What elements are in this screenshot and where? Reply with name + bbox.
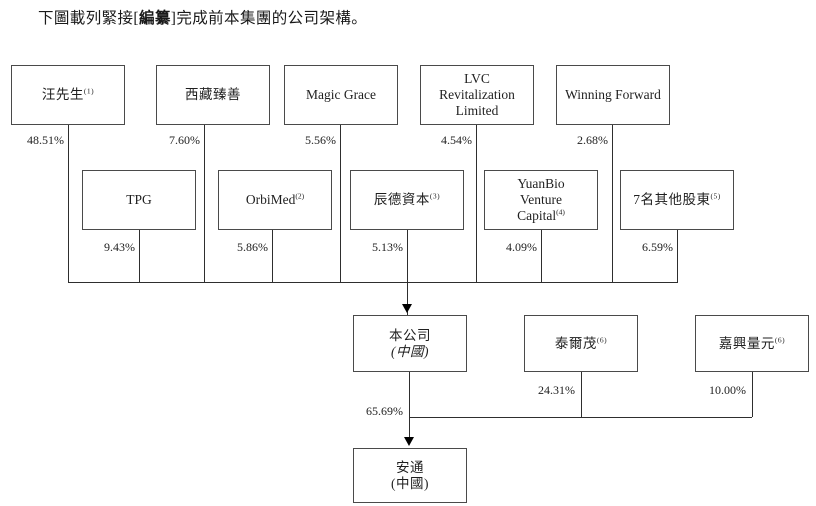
connector-winning-forward <box>612 125 613 282</box>
node-sublabel-company: (中國) <box>391 343 429 359</box>
edge-percent-magic-grace: 5.56% <box>305 133 336 147</box>
edge-percent-lvc: 4.54% <box>441 133 472 147</box>
node-box-lvc: LVC Revitalization Limited <box>420 65 534 125</box>
node-label-lvc-line1: LVC <box>464 71 490 86</box>
node-sublabel-antong: (中國) <box>391 475 429 491</box>
connector-wang <box>68 125 69 282</box>
node-box-tibet: 西藏臻善 <box>156 65 270 125</box>
intro-paragraph: 下圖載列緊接[編纂]完成前本集團的公司架構。 <box>38 8 367 30</box>
footnote-marker-other-shareholders: (5) <box>710 191 721 201</box>
connector-tpg <box>139 230 140 282</box>
node-label-yuanbio-line3: Capital <box>517 208 557 223</box>
edge-percent-other-shareholders: 6.59% <box>642 240 673 254</box>
connector-magic-grace <box>340 125 341 282</box>
footnote-marker-jiaxing: (6) <box>774 335 786 344</box>
arrowhead-to-antong <box>404 437 414 446</box>
node-box-tpg: TPG <box>82 170 196 230</box>
connector-jiaxing <box>752 372 753 417</box>
node-label-orbimed: OrbiMed <box>245 192 296 207</box>
intro-text-bold: 編纂 <box>138 10 171 27</box>
footnote-marker-wang: (1) <box>83 86 95 96</box>
connector-tibet <box>204 125 205 282</box>
arrowhead-to-company <box>402 304 412 313</box>
connector-other-shareholders <box>677 230 678 282</box>
footnote-marker-orbimed: (2) <box>295 191 305 201</box>
footnote-marker-chende: (3) <box>429 191 441 201</box>
edge-percent-tpg: 9.43% <box>104 240 135 254</box>
connector-chende <box>407 230 408 315</box>
node-label-company: 本公司 <box>389 327 431 343</box>
node-box-terumo: 泰爾茂(6) <box>524 315 638 372</box>
node-label-winning-forward: Winning Forward <box>565 87 661 102</box>
edge-percent-company: 65.69% <box>366 404 403 418</box>
edge-percent-orbimed: 5.86% <box>237 240 268 254</box>
node-label-jiaxing: 嘉興量元 <box>718 335 775 351</box>
node-label-other-shareholders: 7名其他股東 <box>633 192 711 207</box>
node-label-yuanbio-line2: Venture <box>520 192 562 207</box>
node-label-antong: 安通 <box>396 459 424 475</box>
node-box-jiaxing: 嘉興量元(6) <box>695 315 809 372</box>
edge-percent-jiaxing: 10.00% <box>709 383 746 397</box>
node-box-yuanbio: YuanBio Venture Capital(4) <box>484 170 598 230</box>
shareholder-bus-line <box>68 282 678 283</box>
node-label-tibet: 西藏臻善 <box>185 87 241 102</box>
edge-percent-yuanbio: 4.09% <box>506 240 537 254</box>
node-label-tpg: TPG <box>126 192 152 207</box>
intro-text-after: ]完成前本集團的公司架構。 <box>170 10 368 27</box>
connector-orbimed <box>272 230 273 282</box>
connector-yuanbio <box>541 230 542 282</box>
connector-terumo <box>581 372 582 417</box>
connector-lvc <box>476 125 477 282</box>
intro-text-before: 下圖載列緊接[ <box>38 10 139 27</box>
footnote-marker-terumo: (6) <box>596 335 608 344</box>
node-box-orbimed: OrbiMed(2) <box>218 170 332 230</box>
node-box-other-shareholders: 7名其他股東(5) <box>620 170 734 230</box>
node-label-yuanbio-line1: YuanBio <box>517 176 565 191</box>
node-label-lvc-line3: Limited <box>455 103 499 118</box>
node-box-magic-grace: Magic Grace <box>284 65 398 125</box>
node-label-magic-grace: Magic Grace <box>305 87 377 102</box>
node-box-company: 本公司 (中國) <box>353 315 467 372</box>
node-box-winning-forward: Winning Forward <box>556 65 670 125</box>
node-box-antong: 安通 (中國) <box>353 448 467 503</box>
edge-percent-tibet: 7.60% <box>169 133 200 147</box>
edge-percent-chende: 5.13% <box>372 240 403 254</box>
node-label-terumo: 泰爾茂 <box>554 335 597 351</box>
node-label-chende: 辰德資本 <box>373 192 430 207</box>
connector-company <box>409 372 410 443</box>
node-label-lvc-line2: Revitalization <box>439 87 515 102</box>
antong-bus-line <box>409 417 752 418</box>
footnote-marker-yuanbio: (4) <box>556 207 565 217</box>
node-box-chende: 辰德資本(3) <box>350 170 464 230</box>
edge-percent-wang: 48.51% <box>27 133 64 147</box>
edge-percent-terumo: 24.31% <box>538 383 575 397</box>
node-box-wang: 汪先生(1) <box>11 65 125 125</box>
edge-percent-winning-forward: 2.68% <box>577 133 608 147</box>
node-label-wang: 汪先生 <box>41 87 84 102</box>
